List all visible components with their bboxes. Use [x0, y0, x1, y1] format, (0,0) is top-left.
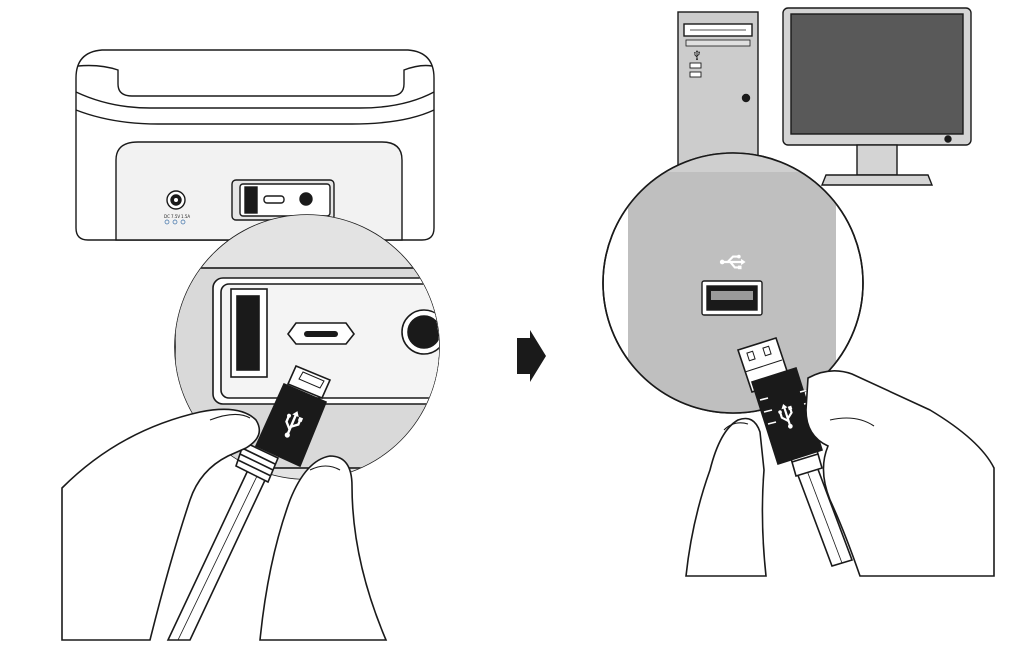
mini-usb-connector [254, 364, 332, 468]
voltage-label: 7.5V [171, 214, 180, 219]
cable-strain-relief [235, 440, 280, 484]
usb-a-port-icon [701, 280, 763, 316]
mini-usb-port-icon [286, 322, 356, 345]
card-slot-icon [230, 288, 268, 378]
docking-station [75, 49, 435, 241]
dc-label: DC [164, 214, 170, 219]
hand-icon [61, 408, 261, 641]
dc-power-jack [166, 190, 186, 210]
computer-monitor [782, 7, 972, 186]
dock-port-module [231, 179, 335, 221]
dc-jack-labels: DC 7.5V 1.5A [164, 214, 190, 225]
arrow-right-icon [517, 330, 546, 382]
zoom-lens-pc-usb-port [602, 152, 864, 414]
hand-icon [685, 417, 767, 577]
hand-inserting-mini-usb [61, 364, 388, 641]
hand-inserting-usb-a [685, 337, 995, 577]
current-label: 1.5A [181, 214, 190, 219]
